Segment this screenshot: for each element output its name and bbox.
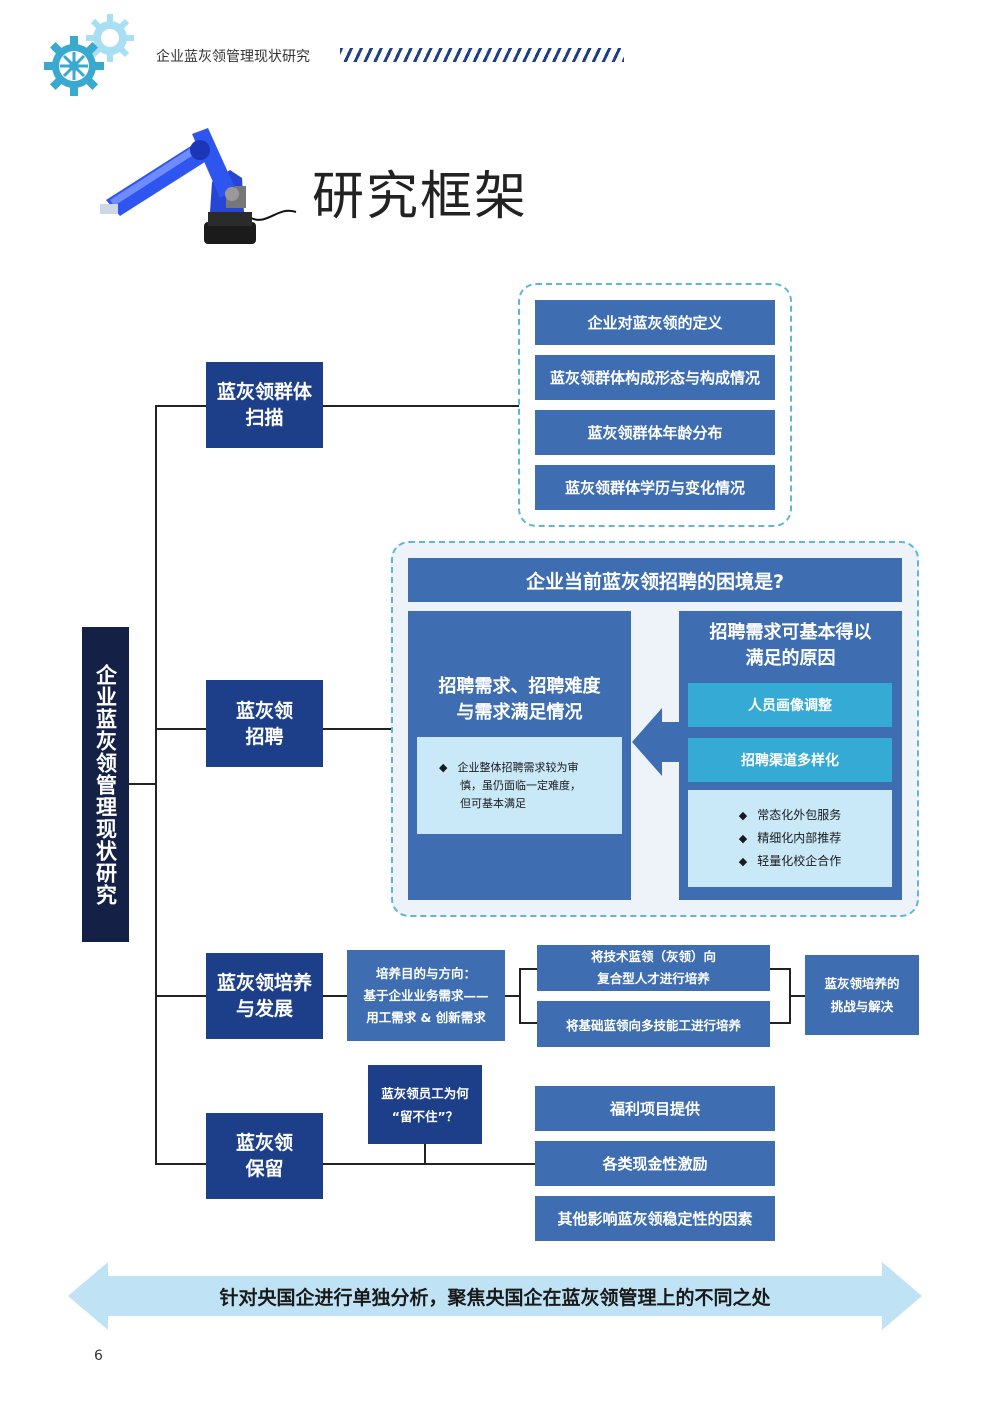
training-challenge-line2: 挑战与解决 bbox=[830, 999, 894, 1014]
branch-scan-line2: 扫描 bbox=[245, 407, 284, 429]
training-challenge: 蓝灰领培养的 挑战与解决 bbox=[805, 955, 919, 1035]
training-purpose: 培养目的与方向： 基于企业业务需求—— 用工需求 & 创新需求 bbox=[347, 950, 505, 1041]
training-path-1: 将技术蓝领（灰领）向 复合型人才进行培养 bbox=[537, 945, 770, 991]
footer-banner-text: 针对央国企进行单独分析，聚焦央国企在蓝灰领管理上的不同之处 bbox=[219, 1286, 771, 1309]
double-arrow-banner bbox=[68, 1262, 922, 1330]
gear-logo-icon bbox=[42, 12, 138, 98]
scan-item: 企业对蓝灰领的定义 bbox=[535, 300, 775, 345]
robot-arm-icon bbox=[96, 120, 302, 254]
reason-item: 人员画像调整 bbox=[688, 683, 892, 727]
recruit-left-title: 招聘需求、招聘难度 与需求满足情况 bbox=[408, 670, 631, 730]
retention-item: 其他影响蓝灰领稳定性的因素 bbox=[535, 1196, 775, 1241]
running-header-title: 企业蓝灰领管理现状研究 bbox=[156, 49, 310, 65]
branch-scan: 蓝灰领群体 扫描 bbox=[206, 362, 323, 448]
recruit-left-note-line2: 慎，虽仍面临一定难度， bbox=[460, 779, 581, 792]
retention-question: 蓝灰领员工为何 “留不住”？ bbox=[368, 1065, 482, 1144]
left-arrow-icon bbox=[632, 708, 680, 776]
root-node: 企业蓝灰领管理现状研究 bbox=[82, 627, 129, 942]
training-path-1-line1: 将技术蓝领（灰领）向 bbox=[590, 949, 716, 964]
sub-reason-item: 精细化内部推荐 bbox=[739, 827, 841, 850]
scan-item: 蓝灰领群体学历与变化情况 bbox=[535, 465, 775, 510]
scan-item: 蓝灰领群体构成形态与构成情况 bbox=[535, 355, 775, 400]
recruit-left-title-line2: 与需求满足情况 bbox=[456, 702, 583, 723]
branch-recruit-line1: 蓝灰领 bbox=[235, 699, 293, 722]
root-label: 企业蓝灰领管理现状研究 bbox=[93, 663, 118, 906]
branch-training-line1: 蓝灰领培养 bbox=[216, 972, 312, 994]
page-title: 研究框架 bbox=[312, 167, 529, 227]
branch-scan-line1: 蓝灰领群体 bbox=[216, 381, 312, 403]
scan-group-frame bbox=[518, 283, 792, 527]
recruit-question: 企业当前蓝灰领招聘的困境是? bbox=[408, 558, 902, 602]
reason-item: 招聘渠道多样化 bbox=[688, 738, 892, 782]
page-number: 6 bbox=[94, 1348, 103, 1364]
retention-question-line2: “留不住”？ bbox=[391, 1108, 459, 1124]
retention-question-line1: 蓝灰领员工为何 bbox=[381, 1085, 469, 1101]
branch-training: 蓝灰领培养 与发展 bbox=[206, 953, 323, 1039]
recruit-left-note-line1: 企业整体招聘需求较为审 bbox=[457, 761, 579, 774]
training-path-2: 将基础蓝领向多技能工进行培养 bbox=[537, 1001, 770, 1047]
branch-retention: 蓝灰领 保留 bbox=[206, 1113, 323, 1199]
recruit-left-title-line1: 招聘需求、招聘难度 bbox=[438, 676, 601, 697]
training-challenge-line1: 蓝灰领培养的 bbox=[824, 976, 900, 991]
sub-reason-list: 常态化外包服务 精细化内部推荐 轻量化校企合作 bbox=[688, 790, 892, 887]
branch-recruit: 蓝灰领 招聘 bbox=[206, 680, 323, 767]
retention-item: 各类现金性激励 bbox=[535, 1141, 775, 1186]
training-purpose-line1: 培养目的与方向： bbox=[375, 965, 476, 981]
branch-recruit-line2: 招聘 bbox=[245, 725, 284, 748]
branch-retention-line2: 保留 bbox=[245, 1158, 284, 1180]
training-path-1-line2: 复合型人才进行培养 bbox=[597, 971, 710, 986]
branch-training-line2: 与发展 bbox=[235, 998, 293, 1020]
recruit-right-title-line2: 满足的原因 bbox=[745, 648, 836, 669]
scan-item: 蓝灰领群体年龄分布 bbox=[535, 410, 775, 455]
sub-reason-item: 常态化外包服务 bbox=[739, 804, 841, 827]
retention-item: 福利项目提供 bbox=[535, 1086, 775, 1131]
header-stripe-decoration bbox=[340, 48, 624, 62]
recruit-left-note-line3: 但可基本满足 bbox=[460, 797, 526, 810]
recruit-right-title-line1: 招聘需求可基本得以 bbox=[709, 622, 872, 643]
training-purpose-line3: 用工需求 & 创新需求 bbox=[366, 1009, 486, 1025]
recruit-left-note: ◆企业整体招聘需求较为审 慎，虽仍面临一定难度， 但可基本满足 bbox=[417, 737, 622, 834]
training-purpose-line2: 基于企业业务需求—— bbox=[363, 987, 489, 1003]
sub-reason-item: 轻量化校企合作 bbox=[739, 850, 841, 873]
branch-retention-line1: 蓝灰领 bbox=[235, 1132, 293, 1154]
recruit-right-title: 招聘需求可基本得以 满足的原因 bbox=[679, 617, 902, 675]
